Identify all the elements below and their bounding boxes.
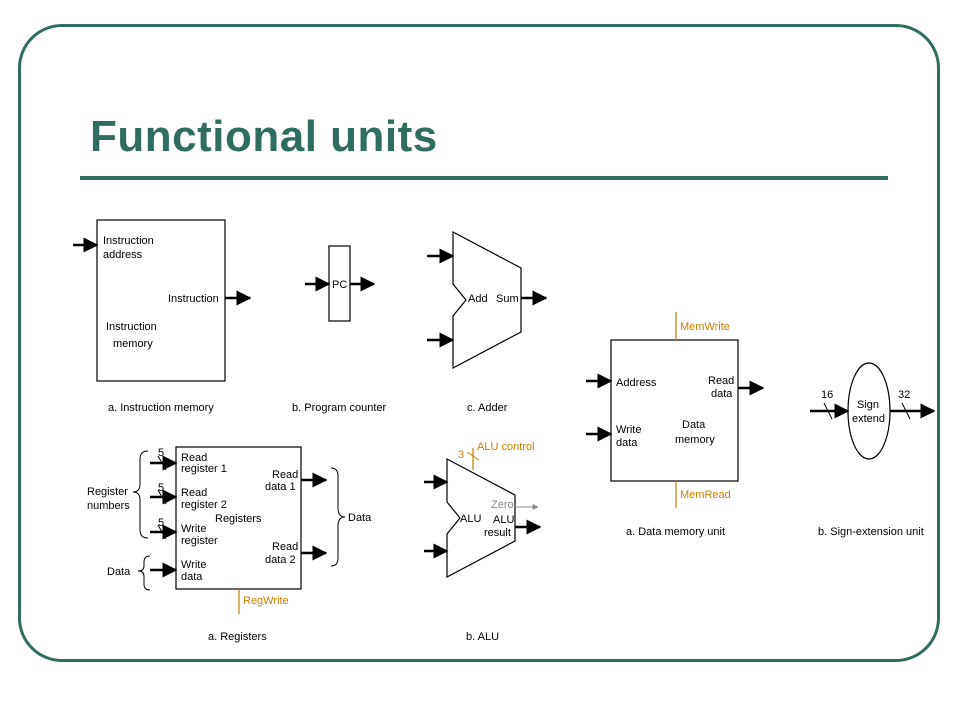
sign-extend-label: Sign [857,399,879,411]
regwrite-label: RegWrite [243,595,289,607]
read-register-2-label-2: register 2 [181,499,227,511]
read-data-2-label: Read [272,541,298,553]
title-underline [80,176,888,180]
write-register-label: Write [181,523,206,535]
instruction-address-label: Instruction [103,235,154,247]
bus-slash-16 [823,402,833,420]
alu-zero-label: Zero [491,499,514,511]
data-read-label-2: data [711,388,733,400]
data-write-label: Write [616,424,641,436]
data-memory-label-2: memory [675,434,715,446]
alu-result-label: ALU [493,514,514,526]
program-counter-unit: PC b. Program counter [292,245,386,414]
adder-sum-label: Sum [496,293,519,305]
register-numbers-label: Register [87,486,128,498]
sign-extend-out-width: 32 [898,389,910,401]
write-data-label-2: data [181,571,203,583]
instruction-memory-unit: Instruction address Instruction Instruct… [73,219,252,414]
alu-caption: b. ALU [466,631,499,643]
read-data-brace [330,467,346,567]
instruction-memory-label-2: memory [113,338,153,350]
sign-extend-caption: b. Sign-extension unit [818,526,924,538]
register-numbers-label-2: numbers [87,500,130,512]
alu-label: ALU [460,513,481,525]
read-register-2-width: 5 [158,482,164,494]
bus-slash-32 [901,402,911,420]
memread-label: MemRead [680,489,731,501]
bus-slash-rr2 [157,489,167,505]
write-data-brace [137,555,151,591]
bus-slash-rr1 [157,455,167,471]
alu-control-slash [466,451,480,461]
alu-unit: 3 ALU control ALU Zero ALU result b. ALU [424,441,542,643]
read-register-2-label: Read [181,487,207,499]
registers-caption: a. Registers [208,631,267,643]
adder-add-label: Add [468,293,488,305]
write-data-label: Write [181,559,206,571]
instruction-output-label: Instruction [168,293,219,305]
data-memory-box [610,339,739,482]
alu-control-width: 3 [458,449,464,461]
data-memory-unit: MemWrite Address Write data Read data Da… [586,312,765,538]
data-address-label: Address [616,377,657,389]
read-data-1-label-2: data 1 [265,481,296,493]
sign-extend-label-2: extend [852,413,885,425]
program-counter-caption: b. Program counter [292,402,386,414]
bus-slash-wr [157,524,167,540]
data-write-label-2: data [616,437,638,449]
instruction-memory-caption: a. Instruction memory [108,402,214,414]
read-data-1-label: Read [272,469,298,481]
register-numbers-brace [132,450,149,539]
instruction-memory-label: Instruction [106,321,157,333]
alu-result-label-2: result [484,527,511,539]
memwrite-label: MemWrite [680,321,730,333]
alu-control-label: ALU control [477,441,534,453]
slide-frame [18,24,940,662]
pc-label: PC [332,279,347,291]
data-left-label: Data [107,566,131,578]
sign-extend-ellipse [847,362,891,460]
data-memory-label: Data [682,419,706,431]
adder-unit: Add Sum c. Adder [427,231,548,414]
registers-unit: 5 5 5 RegWrite Read register 1 Read regi… [87,446,372,643]
instruction-memory-box [96,219,226,382]
data-read-label: Read [708,375,734,387]
sign-extend-in-width: 16 [821,389,833,401]
write-register-label-2: register [181,535,218,547]
write-register-width: 5 [158,517,164,529]
read-register-1-width: 5 [158,447,164,459]
read-data-2-label-2: data 2 [265,554,296,566]
registers-label: Registers [215,513,262,525]
data-memory-caption: a. Data memory unit [626,526,725,538]
read-register-1-label: Read [181,452,207,464]
adder-caption: c. Adder [467,402,508,414]
instruction-address-label-2: address [103,249,143,261]
sign-extend-unit: 16 32 Sign extend b. Sign-extension unit [810,362,936,538]
data-right-label: Data [348,512,372,524]
slide-title: Functional units [90,112,438,161]
read-register-1-label-2: register 1 [181,463,227,475]
